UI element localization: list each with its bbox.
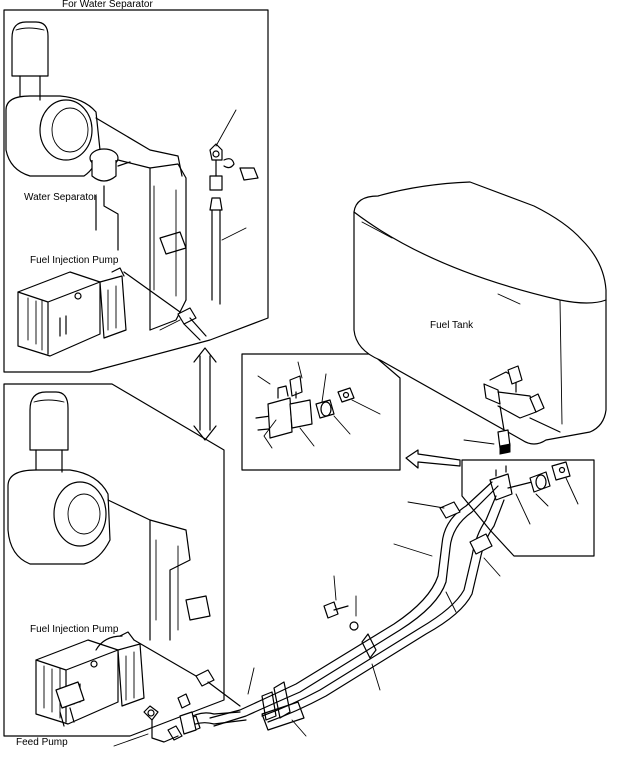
fuel-injection-pump-bottom: Fuel Injection Pump [30,624,241,725]
callout-leaders [247,501,501,737]
water-separator-hose [209,109,259,305]
valve-detail-box [241,353,401,471]
engine-block-bottom [7,391,211,641]
engine-detail-panel: Fuel Injection Pump Feed Pump [3,383,241,748]
water-separator-detail-panel: For Water Separator Water Separator [3,0,269,373]
fuel-pipes [179,481,505,735]
fuel-injection-pump-top: Fuel Injection Pump [17,255,207,357]
fuel-injection-pump-bottom-label: Fuel Injection Pump [30,624,119,635]
top-caption: For Water Separator [62,0,153,10]
pipe-clamp-upper [439,501,461,519]
water-separator-unit: Water Separator [24,148,131,251]
tank-side-fittings [489,461,579,525]
pipe-clamp-mid [469,533,493,555]
water-separator-label: Water Separator [24,192,98,203]
engine-block-top [5,21,187,331]
tank-outlet-fitting [463,365,561,455]
feed-pump: Feed Pump [16,681,201,748]
fuel-tank-label: Fuel Tank [430,320,474,331]
fuel-injection-pump-top-label: Fuel Injection Pump [30,255,119,266]
pipe-clamp-lower [361,633,377,659]
pipe-clamp-bottom [273,681,291,719]
swap-arrow [193,347,217,441]
clamp-bolt [323,601,339,619]
direction-arrow [405,449,461,469]
clamp-washer [349,621,359,631]
fuel-tank: Fuel Tank [353,181,607,455]
shutoff-valve [255,361,381,449]
feed-pump-label: Feed Pump [16,737,68,748]
tank-fitting-detail-box [461,459,595,557]
